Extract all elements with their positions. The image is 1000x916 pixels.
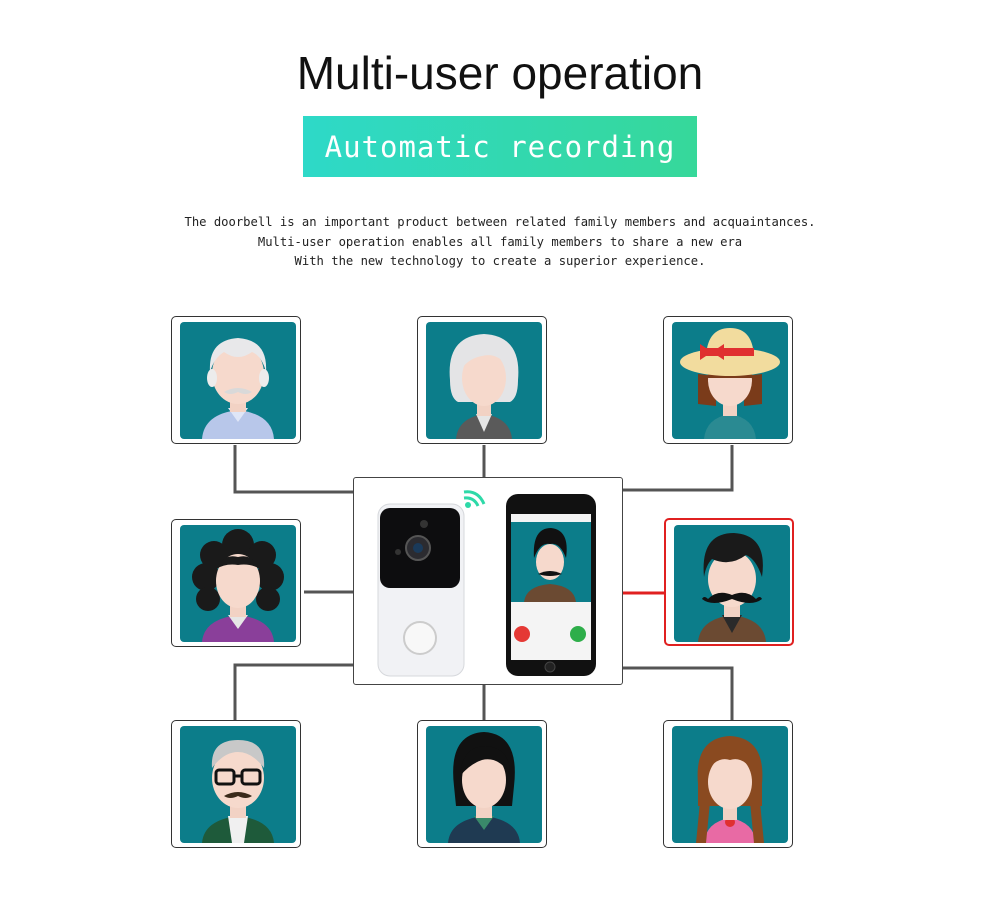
page-title: Multi-user operation bbox=[296, 47, 704, 99]
user-card-mustache-man[interactable] bbox=[664, 518, 794, 646]
description-line: With the new technology to create a supe… bbox=[294, 254, 706, 268]
grandmother-avatar-icon bbox=[426, 322, 542, 439]
accept-call-icon bbox=[570, 626, 586, 642]
automatic-recording-badge: Automatic recording bbox=[303, 116, 697, 177]
user-card-young-man[interactable] bbox=[417, 720, 547, 848]
mustache-man-avatar-icon bbox=[674, 525, 790, 642]
girl-with-hat-avatar-icon bbox=[672, 322, 788, 439]
young-man-avatar-icon bbox=[426, 726, 542, 843]
user-card-grandmother[interactable] bbox=[417, 316, 547, 444]
device-panel bbox=[353, 477, 623, 685]
description-line: Multi-user operation enables all family … bbox=[257, 234, 743, 249]
user-card-girl-hat[interactable] bbox=[663, 316, 793, 444]
glasses-man-avatar-icon bbox=[180, 726, 296, 843]
user-card-glasses-man[interactable] bbox=[171, 720, 301, 848]
user-card-grandfather[interactable] bbox=[171, 316, 301, 444]
decline-call-icon bbox=[514, 626, 530, 642]
video-doorbell-icon bbox=[377, 503, 465, 677]
description: The doorbell is an important product bet… bbox=[0, 213, 1000, 272]
braided-girl-avatar-icon bbox=[672, 726, 788, 843]
grandfather-avatar-icon bbox=[180, 322, 296, 439]
badge-label: Automatic recording bbox=[324, 129, 676, 164]
wifi-signal-icon bbox=[463, 490, 486, 508]
curly-hair-woman-avatar-icon bbox=[180, 525, 296, 642]
user-card-curly-woman[interactable] bbox=[171, 519, 301, 647]
description-line: The doorbell is an important product bet… bbox=[184, 215, 816, 229]
user-card-braided-girl[interactable] bbox=[663, 720, 793, 848]
